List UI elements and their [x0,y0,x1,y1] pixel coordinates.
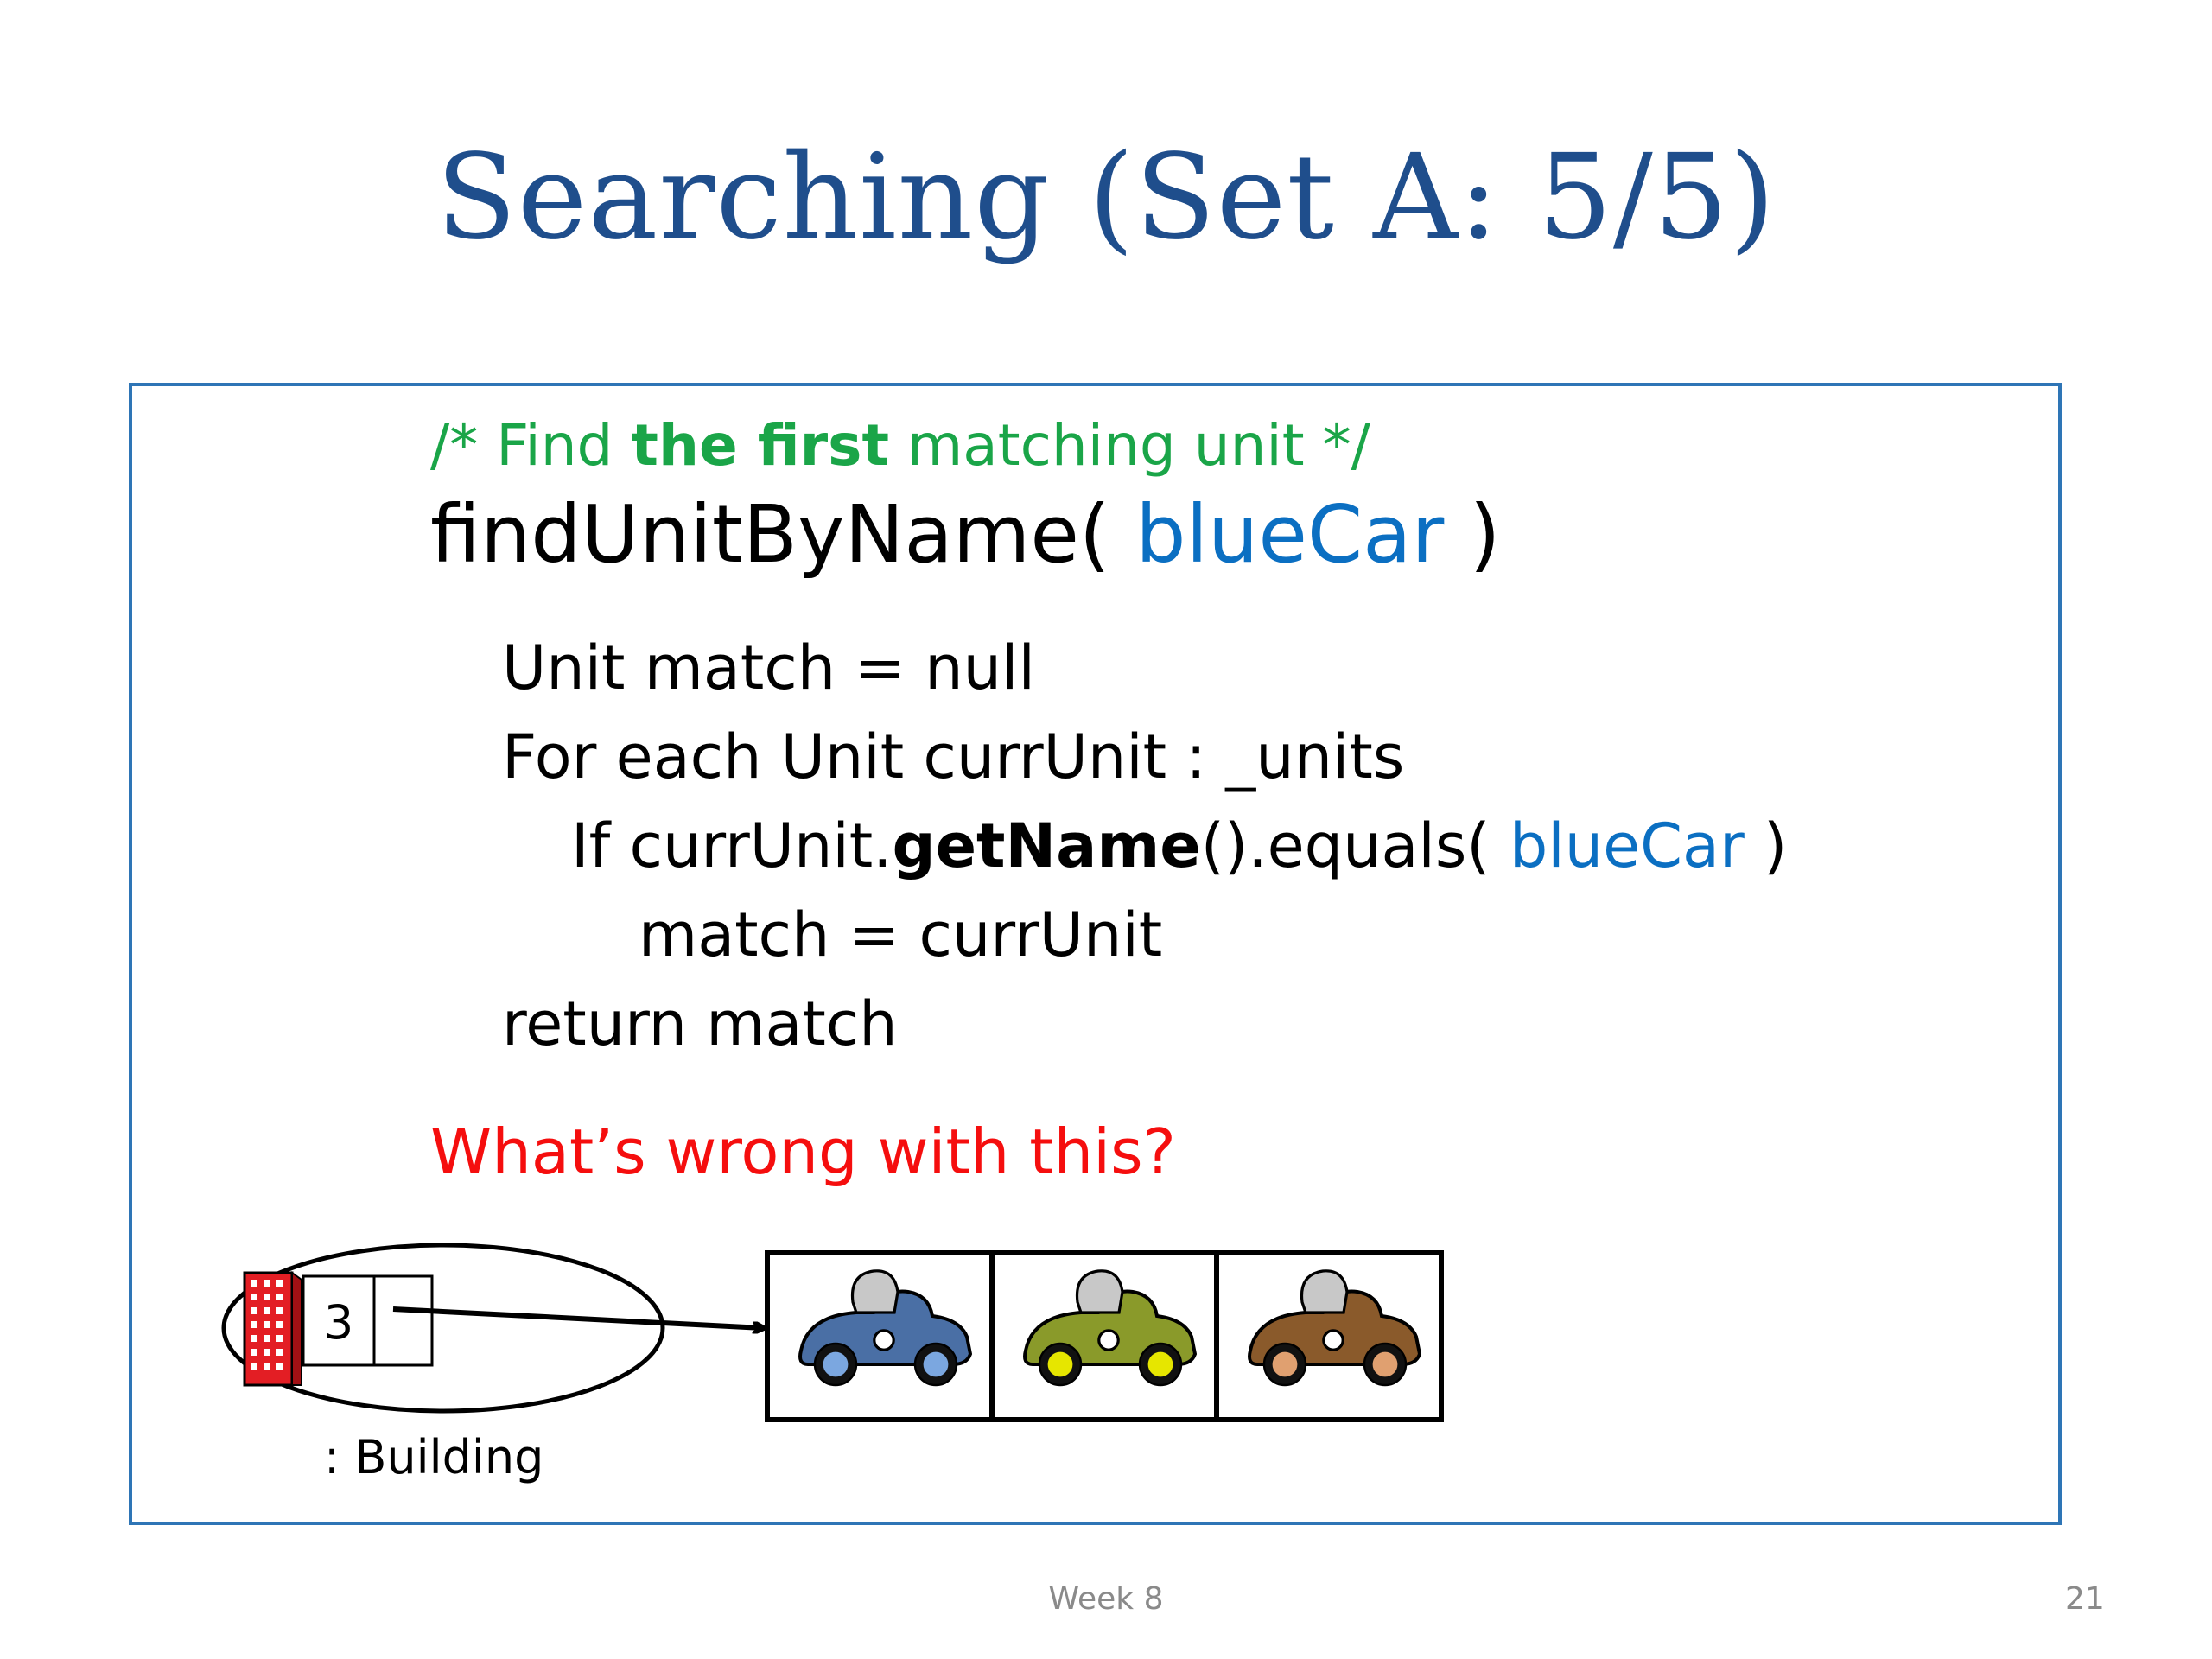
line3-bold: getName [892,810,1201,881]
method-signature: findUnitByName( blueCar ) [430,488,1501,581]
building-label: : Building [324,1430,544,1484]
signature-suffix: ) [1444,488,1501,581]
brown-car-icon [1249,1271,1420,1385]
code-line-4: match = currUnit [639,899,1163,970]
signature-param: blueCar [1135,488,1445,581]
line3-mid: ().equals( [1200,810,1510,881]
building-object-ellipse [221,1243,665,1414]
code-line-5: return match [502,988,898,1059]
blue-car-icon [800,1271,970,1385]
slide-title: Searching (Set A: 5/5) [435,130,1777,266]
line3-prefix: If currUnit. [571,810,893,881]
code-line-3: If currUnit.getName().equals( blueCar ) [571,810,1787,881]
count-value: 3 [324,1295,353,1350]
object-diagram: 3 [221,1243,1444,1422]
green-car-icon [1025,1271,1195,1385]
comment-bold: the first [631,412,890,479]
line3-suffix: ) [1744,810,1788,881]
units-field [372,1274,434,1367]
code-line-1: Unit match = null [502,632,1035,703]
footer-page-number: 21 [2065,1581,2105,1617]
code-line-2: For each Unit currUnit : _units [502,721,1405,792]
reference-arrow [392,1306,763,1328]
building-icon [243,1271,302,1387]
code-comment: /* Find the first matching unit */ [430,412,1370,479]
footer-week: Week 8 [1048,1581,1164,1617]
comment-suffix: matching unit */ [889,412,1370,479]
line3-param: blueCar [1509,810,1745,881]
comment-prefix: /* Find [430,412,632,479]
signature-prefix: findUnitByName( [430,488,1136,581]
content-box: /* Find the first matching unit */ findU… [129,383,2062,1525]
question-text: What’s wrong with this? [430,1116,1176,1188]
